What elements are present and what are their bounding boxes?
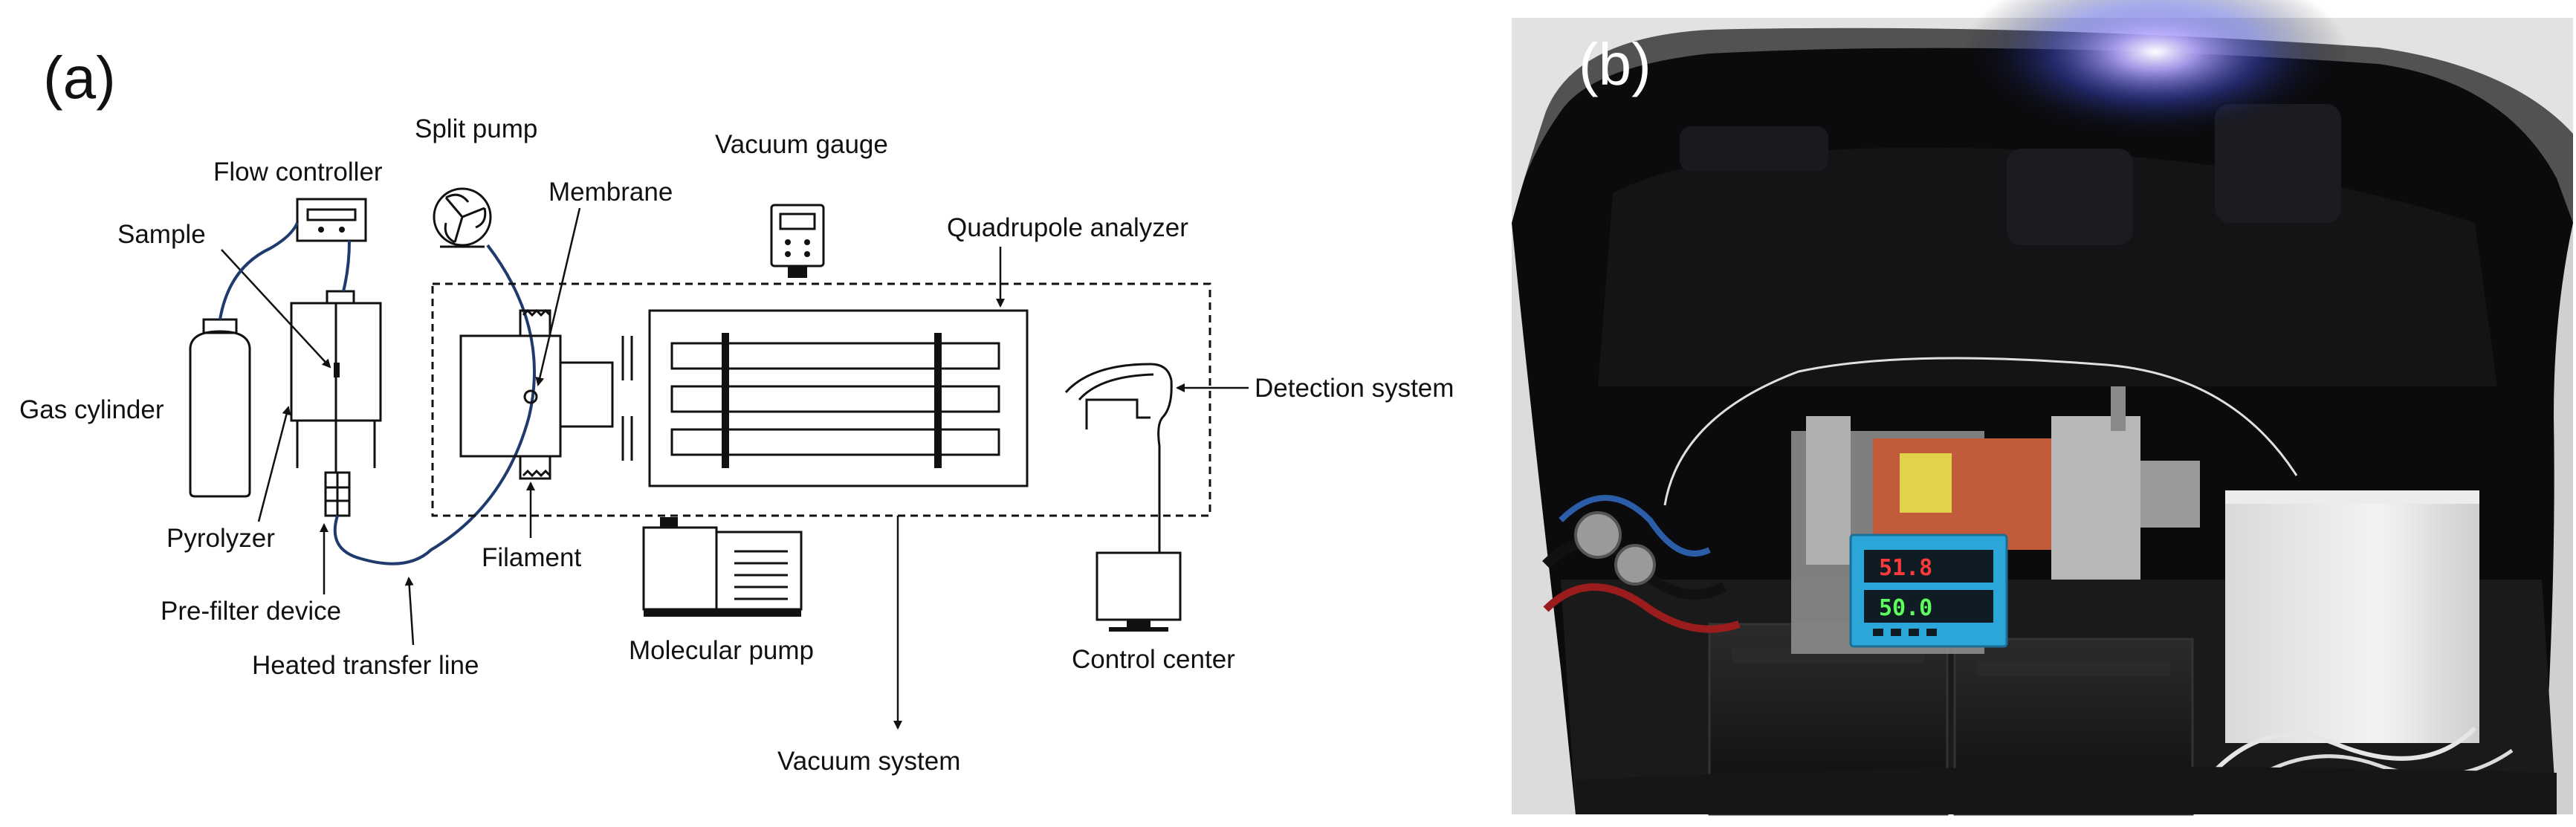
white-pump-box [2225, 490, 2479, 743]
controller-readout-lower: 50.0 [1879, 595, 1932, 621]
gas-tubing [219, 222, 536, 565]
vacuum-gauge-icon [770, 204, 825, 278]
car-body-left [1512, 223, 1576, 814]
quadrupole-analyzer-label: Quadrupole analyzer [947, 213, 1188, 242]
ion-source-chamber [459, 308, 614, 480]
gas-cylinder-label: Gas cylinder [19, 395, 164, 424]
car-body-top [1512, 18, 2573, 223]
car-body-right [2542, 223, 2573, 814]
flow-controller-label: Flow controller [213, 158, 383, 187]
flow-controller-icon [296, 198, 367, 242]
control-center-icon [1096, 551, 1182, 632]
split-pump-label: Split pump [415, 114, 537, 143]
controller-readout-upper: 51.8 [1879, 555, 1932, 581]
gas-cylinder-icon [189, 318, 251, 498]
ion-source-block [2051, 416, 2140, 580]
filament-label: Filament [482, 543, 581, 572]
sample-label: Sample [117, 220, 206, 249]
quadrupole-analyzer-icon [648, 309, 1029, 487]
pre-filter-device-label: Pre-filter device [161, 597, 341, 626]
ion-lens-plates [621, 336, 633, 461]
pyrolyzer-label: Pyrolyzer [166, 524, 275, 553]
temperature-controller: 51.8 50.0 [1849, 534, 2008, 648]
vacuum-system-boundary [431, 282, 1211, 517]
heated-transfer-line-label: Heated transfer line [252, 651, 479, 680]
control-center-label: Control center [1072, 645, 1235, 674]
detection-system-label: Detection system [1255, 374, 1454, 403]
molecular-pump-icon [642, 517, 803, 617]
panel-b-photo: 51.8 50.0 (b) [1512, 0, 2573, 816]
panel-a-schematic: (a) Gas cylinder Flow controller Pyrolyz… [19, 45, 1454, 776]
detector-icon [1064, 363, 1173, 553]
vacuum-system-label: Vacuum system [777, 747, 960, 776]
split-pump-icon [433, 187, 492, 248]
panel-a-label: (a) [43, 45, 116, 111]
membrane-label: Membrane [548, 178, 673, 207]
molecular-pump-label: Molecular pump [629, 636, 814, 665]
panel-b-label: (b) [1579, 31, 1651, 97]
pre-filter-device-icon [324, 421, 351, 517]
vacuum-gauge-label: Vacuum gauge [715, 130, 888, 159]
sensor-wire [1663, 357, 2298, 506]
light-glow [1962, 0, 2349, 141]
